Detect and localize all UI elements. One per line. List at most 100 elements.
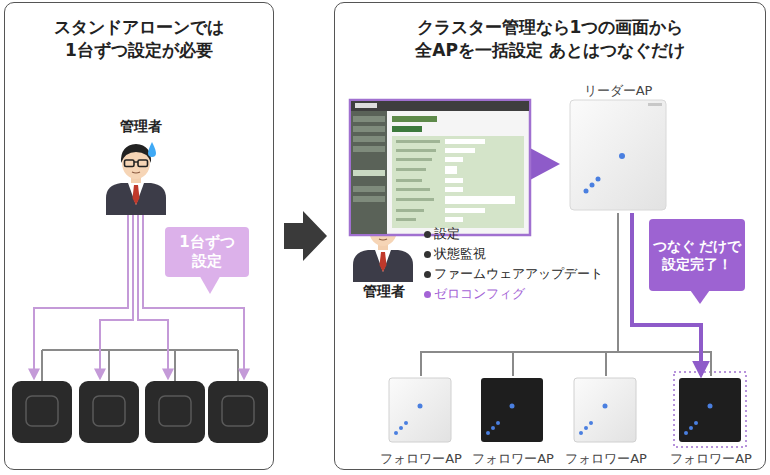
web-gui-screenshot — [445, 178, 463, 183]
standalone-ap — [222, 396, 254, 426]
standalone-ap — [145, 381, 205, 443]
web-gui-screenshot — [396, 198, 434, 201]
ap-label: フォロワーAP — [565, 451, 647, 468]
follower-ap — [389, 372, 746, 447]
setting-arrows — [34, 214, 128, 378]
web-gui-screenshot — [445, 187, 463, 192]
leader-ap — [596, 177, 601, 182]
bullet-dot — [424, 291, 431, 298]
standalone-ap — [208, 381, 268, 443]
web-gui-screenshot — [353, 116, 385, 122]
leader-ap-box: リーダーAP — [563, 83, 673, 213]
follower-ap — [589, 421, 593, 425]
web-gui-screenshot — [445, 139, 485, 144]
web-gui-screenshot — [396, 140, 440, 221]
follower-ap-box: フォロワーAP — [467, 376, 559, 468]
web-gui-screenshot — [396, 158, 432, 161]
web-gui-screenshot — [396, 188, 430, 191]
follower-ap — [708, 404, 713, 409]
standalone-network — [41, 350, 43, 381]
network-cable — [513, 213, 618, 376]
transition-arrow — [284, 211, 327, 261]
web-gui-screenshot — [353, 170, 385, 176]
callout-text: つなぐ だけで 設定完了！ — [652, 237, 742, 273]
administrator-figure: 管理者 — [349, 203, 419, 300]
feature-label: ファームウェアアップデート — [434, 266, 603, 283]
bullet-dot — [424, 271, 431, 278]
follower-ap — [491, 426, 495, 430]
web-gui-screenshot — [353, 136, 385, 142]
follower-ap — [584, 426, 588, 430]
standalone-ap — [93, 396, 125, 426]
web-gui-screenshot — [353, 126, 385, 132]
web-gui-screenshot — [445, 196, 515, 204]
standalone-network — [108, 350, 110, 381]
web-gui-screenshot — [392, 126, 422, 132]
bullet-dot — [424, 251, 431, 258]
bullet-dot — [424, 231, 431, 238]
administrator-icon — [148, 142, 156, 157]
web-gui-screenshot — [350, 100, 560, 235]
ap-label: リーダーAP — [584, 83, 653, 100]
web-gui-screenshot — [445, 157, 463, 162]
follower-ap — [679, 378, 741, 442]
web-gui-screenshot — [350, 100, 530, 235]
follower-ap — [399, 426, 403, 430]
follower-ap — [574, 378, 636, 442]
web-gui-screenshot — [351, 101, 529, 111]
web-gui-screenshot — [392, 116, 437, 122]
leader-ap — [584, 189, 589, 194]
web-gui-screenshot — [351, 111, 387, 234]
web-gui-screenshot — [353, 186, 385, 192]
ap-label: フォロワーAP — [472, 451, 554, 468]
ap-label: フォロワーAP — [380, 451, 462, 468]
ap-label: フォロワーAP — [670, 451, 752, 468]
administrator-figure: 管理者 — [101, 117, 181, 217]
standalone-panel: スタンドアローンでは 1台ずつ設定が必要管理者 1台ずつ 設定 — [4, 2, 274, 470]
follower-ap — [389, 378, 451, 442]
standalone-network — [174, 350, 176, 381]
standalone-ap — [79, 381, 139, 443]
bullet-item: 状態監視 — [424, 246, 486, 263]
web-gui-screenshot — [396, 179, 422, 182]
web-gui-screenshot — [396, 218, 416, 221]
follower-ap — [404, 421, 408, 425]
follower-ap-box: フォロワーAP — [375, 376, 467, 468]
bullet-item: ゼロコンフィグ — [424, 286, 525, 303]
web-gui-screenshot — [355, 103, 377, 108]
web-gui-screenshot — [445, 166, 457, 174]
cluster-panel: クラスター管理なら1つの画面から 全APを一括設定 あとはつなぐだけ管理者 リーダ… — [334, 2, 766, 470]
follower-ap-box: フォロワーAP — [665, 376, 757, 468]
follower-ap — [510, 404, 515, 409]
standalone-network — [42, 350, 238, 381]
callout-box: つなぐ だけで 設定完了！ — [649, 219, 745, 291]
panel-heading: スタンドアローンでは 1台ずつ設定が必要 — [14, 16, 264, 62]
standalone-ap — [159, 396, 191, 426]
leader-ap — [570, 100, 666, 210]
standalone-ap — [12, 381, 72, 443]
follower-ap — [674, 372, 746, 447]
web-gui-screenshot — [353, 146, 385, 152]
follower-ap — [496, 421, 500, 425]
panel-heading: クラスター管理なら1つの画面から 全APを一括設定 あとはつなぐだけ — [385, 16, 715, 62]
feature-label: ゼロコンフィグ — [434, 286, 525, 303]
follower-ap — [481, 378, 543, 442]
web-gui-screenshot — [445, 139, 515, 222]
web-gui-screenshot — [396, 168, 426, 171]
standalone-ap — [12, 381, 268, 443]
network-cable — [606, 213, 618, 376]
callout-text: 1台ずつ 設定 — [172, 233, 242, 272]
administrator-icon — [106, 144, 166, 215]
follower-ap — [394, 431, 398, 435]
setting-arrows — [143, 214, 244, 378]
web-gui-screenshot — [396, 209, 424, 212]
follower-ap — [694, 421, 698, 425]
follower-ap — [579, 431, 583, 435]
web-gui-screenshot — [445, 148, 475, 153]
standalone-network — [237, 350, 239, 381]
web-gui-screenshot — [396, 140, 440, 143]
leader-ap — [590, 183, 595, 188]
web-gui-screenshot — [445, 217, 463, 222]
web-gui-screenshot — [530, 148, 560, 180]
network-cable — [421, 213, 618, 376]
